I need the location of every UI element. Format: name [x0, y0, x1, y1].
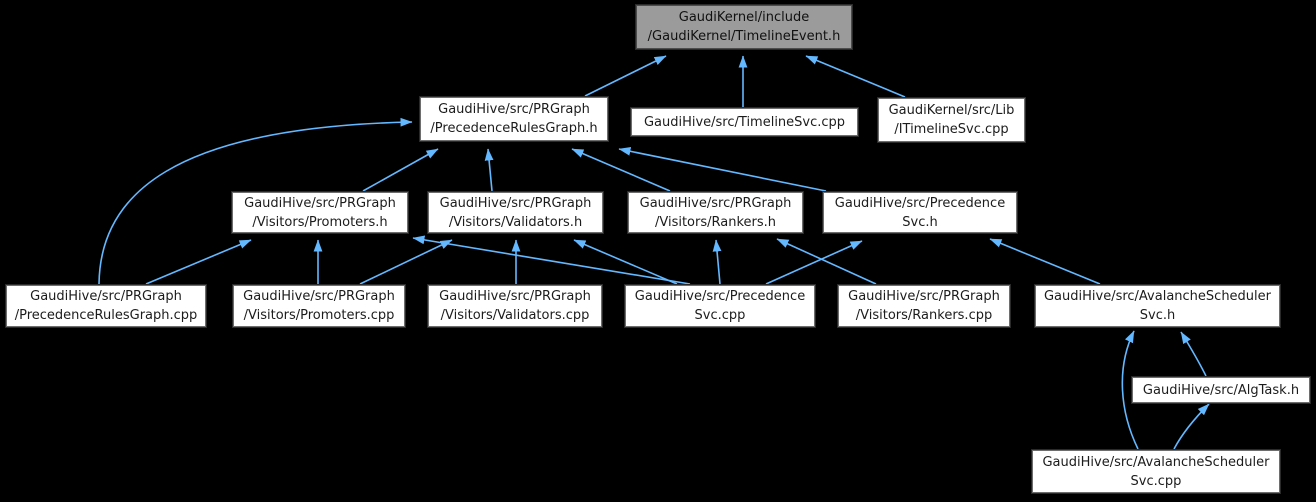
node-validators-h[interactable]: GaudiHive/src/PRGraph /Visitors/Validato… — [427, 191, 604, 234]
edge-avalanche-scheduler-svc-h-to-precedence-svc-h — [989, 238, 1101, 285]
node-label: GaudiHive/src/PRGraph /Visitors/Validato… — [439, 289, 591, 323]
node-alg-task-h[interactable]: GaudiHive/src/AlgTask.h — [1131, 376, 1311, 404]
edge-validators-h-to-precedence-rules-graph-h — [484, 148, 494, 192]
node-timeline-event-h[interactable]: GaudiKernel/include /GaudiKernel/Timelin… — [635, 4, 853, 50]
edge-precedence-svc-h-to-precedence-rules-graph-h — [618, 146, 827, 192]
node-promoters-h[interactable]: GaudiHive/src/PRGraph /Visitors/Promoter… — [231, 191, 409, 234]
edge-itimeline-svc-cpp-to-timeline-event-h — [805, 55, 906, 98]
node-itimeline-svc-cpp[interactable]: GaudiKernel/src/Lib /ITimelineSvc.cpp — [877, 97, 1026, 143]
edge-precedence-svc-cpp-to-validators-h — [573, 239, 678, 285]
edge-promoters-h-to-precedence-rules-graph-h — [362, 148, 439, 192]
node-label: GaudiKernel/include /GaudiKernel/Timelin… — [647, 10, 841, 44]
node-label: GaudiHive/src/PRGraph /PrecedenceRulesGr… — [430, 102, 598, 136]
node-rankers-h[interactable]: GaudiHive/src/PRGraph /Visitors/Rankers.… — [627, 191, 804, 234]
node-label: GaudiHive/src/PRGraph /Visitors/Rankers.… — [848, 289, 1000, 323]
node-precedence-svc-cpp[interactable]: GaudiHive/src/Precedence Svc.cpp — [624, 284, 816, 328]
node-label: GaudiHive/src/AvalancheScheduler Svc.h — [1043, 289, 1272, 323]
edge-precedence-rules-graph-h-to-timeline-event-h — [584, 55, 667, 97]
node-label: GaudiHive/src/TimelineSvc.cpp — [643, 114, 846, 130]
node-validators-cpp[interactable]: GaudiHive/src/PRGraph /Visitors/Validato… — [427, 284, 603, 328]
node-precedence-svc-h[interactable]: GaudiHive/src/Precedence Svc.h — [822, 191, 1018, 234]
node-label: GaudiKernel/src/Lib /ITimelineSvc.cpp — [888, 103, 1015, 137]
edge-rankers-h-to-precedence-rules-graph-h — [571, 148, 671, 192]
edge-precedence-rules-graph-cpp-to-precedence-rules-graph-h — [98, 117, 413, 285]
edge-precedence-svc-cpp-to-rankers-h — [712, 239, 722, 285]
node-avalanche-scheduler-svc-h[interactable]: GaudiHive/src/AvalancheScheduler Svc.h — [1034, 284, 1281, 328]
node-precedence-rules-graph-h[interactable]: GaudiHive/src/PRGraph /PrecedenceRulesGr… — [419, 96, 609, 142]
edge-alg-task-h-to-avalanche-scheduler-svc-h — [1180, 331, 1207, 377]
node-promoters-cpp[interactable]: GaudiHive/src/PRGraph /Visitors/Promoter… — [232, 284, 406, 328]
edge-avalanche-scheduler-svc-cpp-to-avalanche-scheduler-svc-h — [1121, 330, 1139, 450]
node-label: GaudiHive/src/PRGraph /Visitors/Rankers.… — [639, 195, 792, 230]
edge-promoters-cpp-to-validators-h — [359, 239, 453, 285]
node-label: GaudiHive/src/PRGraph /PrecedenceRulesGr… — [14, 289, 198, 323]
node-label: GaudiHive/src/Precedence Svc.h — [834, 195, 1006, 230]
node-label: GaudiHive/src/AvalancheScheduler Svc.cpp — [1042, 454, 1270, 489]
node-avalanche-scheduler-svc-cpp[interactable]: GaudiHive/src/AvalancheScheduler Svc.cpp — [1031, 449, 1281, 494]
edge-precedence-svc-cpp-to-promoters-h — [412, 235, 691, 285]
edge-precedence-svc-cpp-to-precedence-svc-h — [765, 240, 863, 285]
edge-precedence-rules-graph-cpp-to-promoters-h — [145, 239, 252, 285]
node-label: GaudiHive/src/Precedence Svc.cpp — [634, 289, 806, 323]
edge-avalanche-scheduler-svc-cpp-to-alg-task-h — [1173, 403, 1210, 450]
node-label: GaudiHive/src/AlgTask.h — [1142, 382, 1300, 398]
node-precedence-rules-graph-cpp[interactable]: GaudiHive/src/PRGraph /PrecedenceRulesGr… — [5, 284, 207, 328]
node-timeline-svc-cpp[interactable]: GaudiHive/src/TimelineSvc.cpp — [630, 107, 859, 137]
node-label: GaudiHive/src/PRGraph /Visitors/Validato… — [439, 195, 592, 230]
edge-rankers-cpp-to-rankers-h — [776, 238, 877, 285]
node-label: GaudiHive/src/PRGraph /Visitors/Promoter… — [244, 195, 396, 230]
node-label: GaudiHive/src/PRGraph /Visitors/Promoter… — [243, 289, 395, 323]
node-rankers-cpp[interactable]: GaudiHive/src/PRGraph /Visitors/Rankers.… — [837, 284, 1011, 328]
